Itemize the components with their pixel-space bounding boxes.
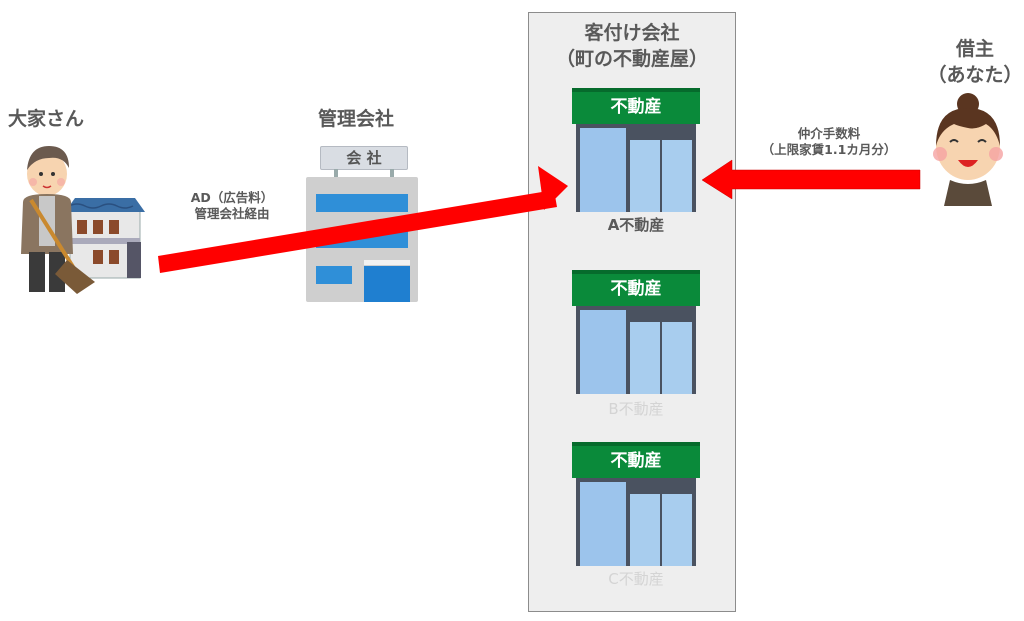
shop-a: 不動産: [572, 88, 700, 212]
tenant-woman-icon: [933, 93, 1003, 206]
shop-b-label: B不動産: [608, 400, 664, 418]
fee-label-line2: （上限家賃1.1カ月分）: [761, 142, 897, 157]
fee-arrow: [701, 159, 921, 200]
shop-sign: 不動産: [572, 442, 700, 478]
management-label: 管理会社: [318, 108, 395, 130]
landlord-with-house-icon: [21, 146, 145, 294]
ad-label-line2: 管理会社経由: [194, 206, 270, 221]
shop-c-label: C不動産: [608, 570, 664, 588]
landlord-label: 大家さん: [8, 108, 85, 130]
tenant-label-line2: （あなた）: [927, 64, 1023, 86]
agency-title-line2: （町の不動産屋）: [555, 48, 708, 70]
office-sign: 会 社: [320, 146, 408, 170]
shop-b: 不動産: [572, 270, 700, 394]
tenant-label-line1: 借主: [955, 38, 994, 60]
fee-label-line1: 仲介手数料: [797, 126, 861, 141]
ad-label-line1: AD（広告料）: [190, 190, 274, 205]
agency-title-line1: 客付け会社: [584, 22, 680, 44]
shop-sign: 不動産: [572, 88, 700, 124]
shop-c: 不動産: [572, 442, 700, 566]
shop-a-label: A不動産: [607, 216, 665, 234]
ad-arrow-shaft: [158, 190, 557, 273]
ad-arrow-head: [538, 166, 568, 210]
shop-sign: 不動産: [572, 270, 700, 306]
